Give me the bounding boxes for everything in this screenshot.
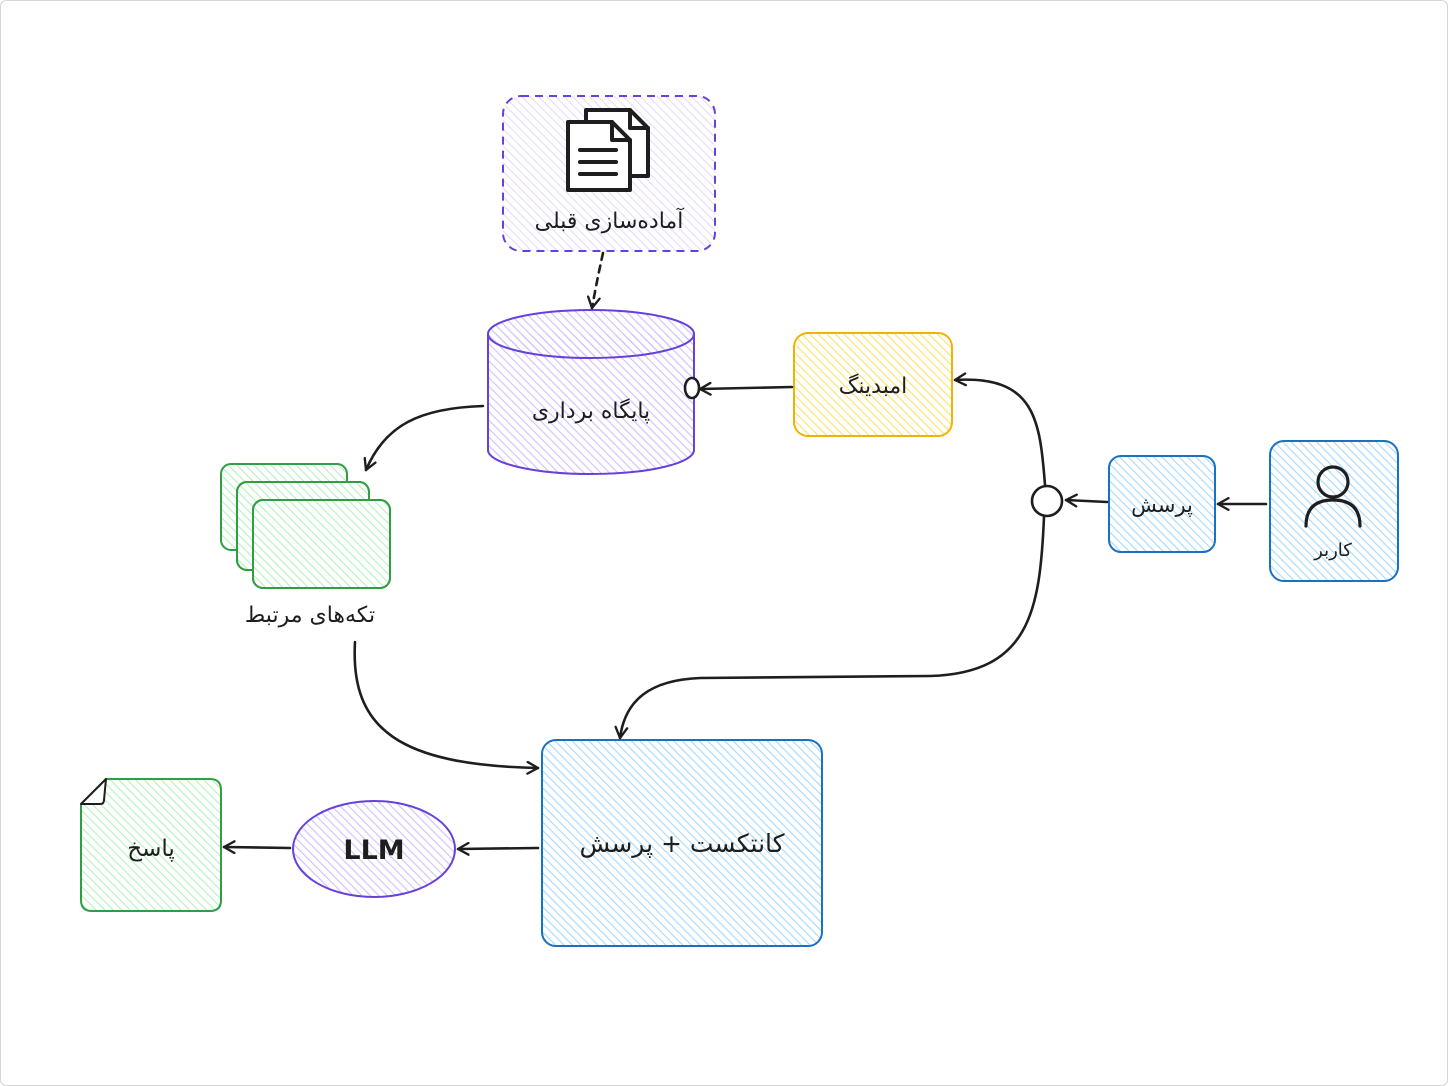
user-label: کاربر [1313, 540, 1352, 561]
arrow-preprocess-to-db [586, 251, 605, 310]
answer-label: پاسخ [127, 836, 175, 862]
arrow-junction-to-embedding [953, 372, 1047, 487]
query-label: پرسش [1131, 493, 1193, 517]
llm-label: LLM [343, 835, 404, 866]
junction-node [1030, 484, 1064, 518]
page-fold-icon [80, 778, 107, 805]
embedding-label: امبدینگ [839, 373, 908, 399]
query-node[interactable]: پرسش [1108, 455, 1216, 553]
vector-db-node[interactable]: پایگاه برداری [487, 309, 695, 475]
connectors [222, 251, 1268, 856]
context-query-node[interactable]: کانتکست + پرسش [541, 739, 823, 947]
arrow-junction-to-context [614, 515, 1046, 740]
db-input-ring [683, 376, 701, 400]
preprocess-node[interactable]: آماده‌سازی قبلی [502, 95, 716, 252]
user-node[interactable]: کاربر [1269, 440, 1399, 582]
preprocess-label: آماده‌سازی قبلی [535, 207, 685, 234]
chunks-node[interactable]: تکه‌های مرتبط [220, 463, 391, 628]
context-query-label: کانتکست + پرسش [579, 829, 784, 858]
arrow-embedding-to-db [698, 381, 794, 396]
vector-db-label: پایگاه برداری [532, 398, 650, 424]
user-icon [1304, 465, 1362, 528]
answer-node[interactable]: پاسخ [80, 778, 222, 912]
embedding-node[interactable]: امبدینگ [793, 332, 953, 437]
chunks-label: تکه‌های مرتبط [245, 603, 375, 628]
documents-icon [566, 108, 650, 192]
arrow-db-to-chunks [363, 404, 485, 472]
arrow-query-to-junction [1064, 493, 1109, 508]
arrow-llm-to-answer [222, 840, 292, 855]
arrow-context-to-llm [456, 841, 540, 856]
arrow-chunks-to-context [353, 640, 540, 775]
llm-node[interactable]: LLM [292, 800, 456, 898]
